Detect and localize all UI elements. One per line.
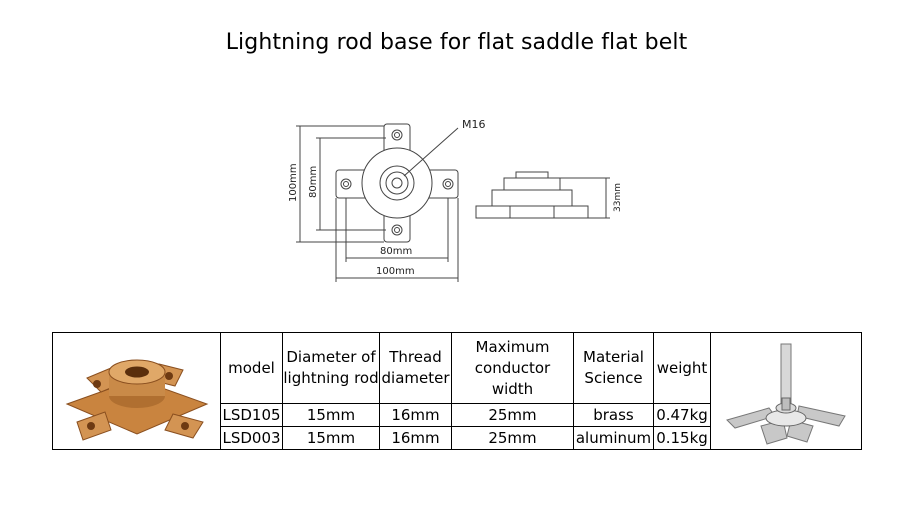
header-thread-diameter: Thread diameter (379, 332, 452, 404)
spec-table: model Diameter of lightning rod Thread d… (52, 332, 862, 450)
cell-weight: 0.47kg (653, 403, 711, 427)
header-conductor-width: Maximum conductor width (451, 332, 574, 404)
thread-label: M16 (462, 118, 486, 131)
cell-conductor-width: 25mm (451, 403, 574, 427)
header-material: Material Science (573, 332, 654, 404)
header-weight: weight (653, 332, 711, 404)
header-model: model (220, 332, 283, 404)
product-photo-cell (52, 332, 221, 450)
dim-outer-horizontal: 100mm (376, 266, 415, 277)
assembly-photo (726, 343, 846, 445)
technical-drawing: M16 100mm 80mm 80mm 100mm 33mm (280, 108, 660, 288)
dim-inner-horizontal: 80mm (380, 246, 412, 257)
cell-material: aluminum (573, 426, 654, 450)
cell-rod-diameter: 15mm (282, 426, 380, 450)
dim-inner-vertical: 80mm (308, 166, 319, 198)
dim-outer-vertical: 100mm (288, 163, 299, 202)
header-rod-diameter: Diameter of lightning rod (282, 332, 380, 404)
cell-weight: 0.15kg (653, 426, 711, 450)
cell-rod-diameter: 15mm (282, 403, 380, 427)
dim-height: 33mm (613, 183, 623, 212)
cell-model: LSD003 (220, 426, 283, 450)
brass-base-photo (65, 359, 209, 441)
side-view-base (475, 205, 589, 219)
table-row: LSD003 15mm 16mm 25mm aluminum 0.15kg (53, 426, 862, 450)
hub-outer (361, 147, 433, 219)
table-row: LSD105 15mm 16mm 25mm brass 0.47kg (53, 403, 862, 427)
cell-thread-diameter: 16mm (379, 403, 452, 427)
assembly-photo-cell (710, 332, 862, 450)
cell-model: LSD105 (220, 403, 283, 427)
page-title: Lightning rod base for flat saddle flat … (225, 30, 688, 55)
cell-thread-diameter: 16mm (379, 426, 452, 450)
cell-material: brass (573, 403, 654, 427)
cell-conductor-width: 25mm (451, 426, 574, 450)
table-header-row: model Diameter of lightning rod Thread d… (52, 332, 862, 450)
